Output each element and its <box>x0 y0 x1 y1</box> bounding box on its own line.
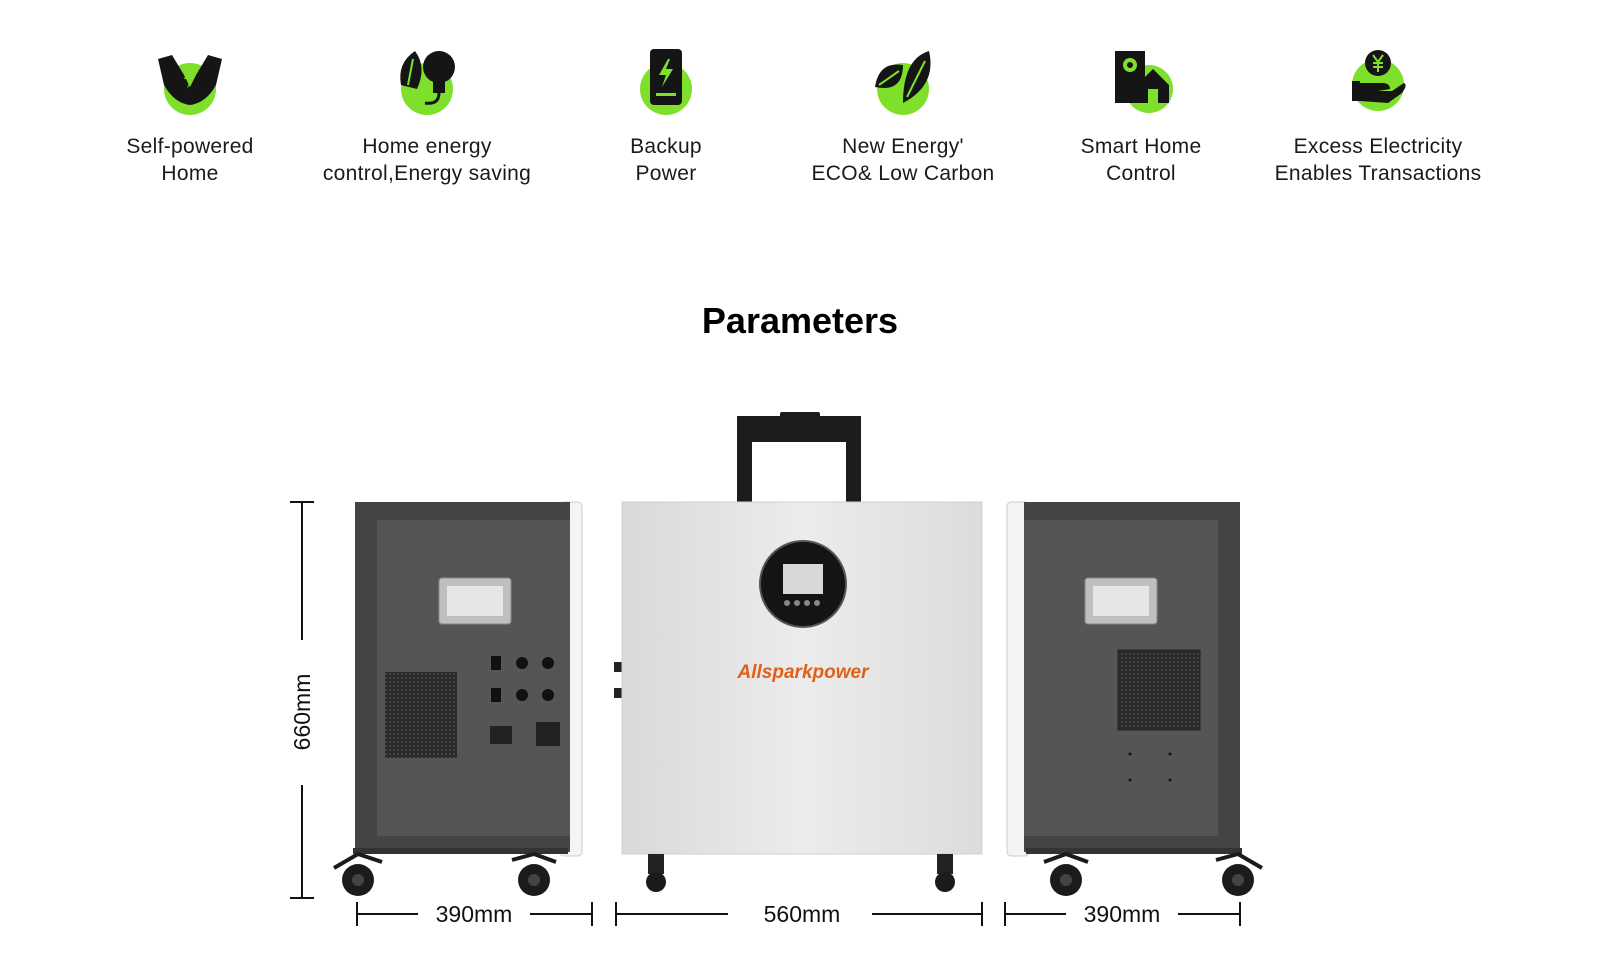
feature-home-energy: Home energy control,Energy saving <box>297 45 557 187</box>
feature-label-line2: Home <box>161 162 219 185</box>
leaf-bulb-icon <box>400 51 455 115</box>
leaves-icon <box>875 51 931 115</box>
hands-energy-icon <box>158 55 222 115</box>
left-width-label: 390mm <box>436 901 513 927</box>
height-dimension: 660mm <box>289 501 315 899</box>
section-title: Parameters <box>701 300 899 341</box>
left-width-dimension: 390mm <box>356 901 593 927</box>
right-width-label: 390mm <box>1084 901 1161 927</box>
left-side-view <box>332 501 583 896</box>
feature-label-line1: New Energy' <box>842 135 964 158</box>
battery-phone-icon <box>640 49 692 115</box>
front-view: Allsparkpower <box>614 412 983 892</box>
yen-hand-icon <box>1352 50 1406 111</box>
control-panel[interactable] <box>759 540 847 628</box>
feature-label-line2: Enables Transactions <box>1274 162 1482 185</box>
front-width-label: 560mm <box>764 901 841 927</box>
feature-label-line1: Home energy <box>362 135 492 158</box>
smart-home-icon <box>1115 51 1173 113</box>
feature-label-line1: Self-powered <box>126 135 254 158</box>
feature-label-line2: control,Energy saving <box>322 162 532 185</box>
height-label: 660mm <box>289 674 315 751</box>
product-illustration: 660mm <box>289 412 1264 927</box>
feature-new-energy: New Energy' ECO& Low Carbon <box>773 45 1033 187</box>
front-width-dimension: 560mm <box>615 901 983 927</box>
right-width-dimension: 390mm <box>1004 901 1241 927</box>
feature-label-line2: ECO& Low Carbon <box>811 162 995 185</box>
feature-label-line2: Power <box>635 162 697 185</box>
feature-label-line2: Control <box>1106 162 1176 185</box>
feature-label-line1: Backup <box>630 135 702 158</box>
right-side-view <box>1006 501 1264 896</box>
feature-label-line1: Smart Home <box>1080 135 1202 158</box>
feature-label-line1: Excess Electricity <box>1293 135 1463 158</box>
brand-logo: Allsparkpower <box>737 662 871 683</box>
